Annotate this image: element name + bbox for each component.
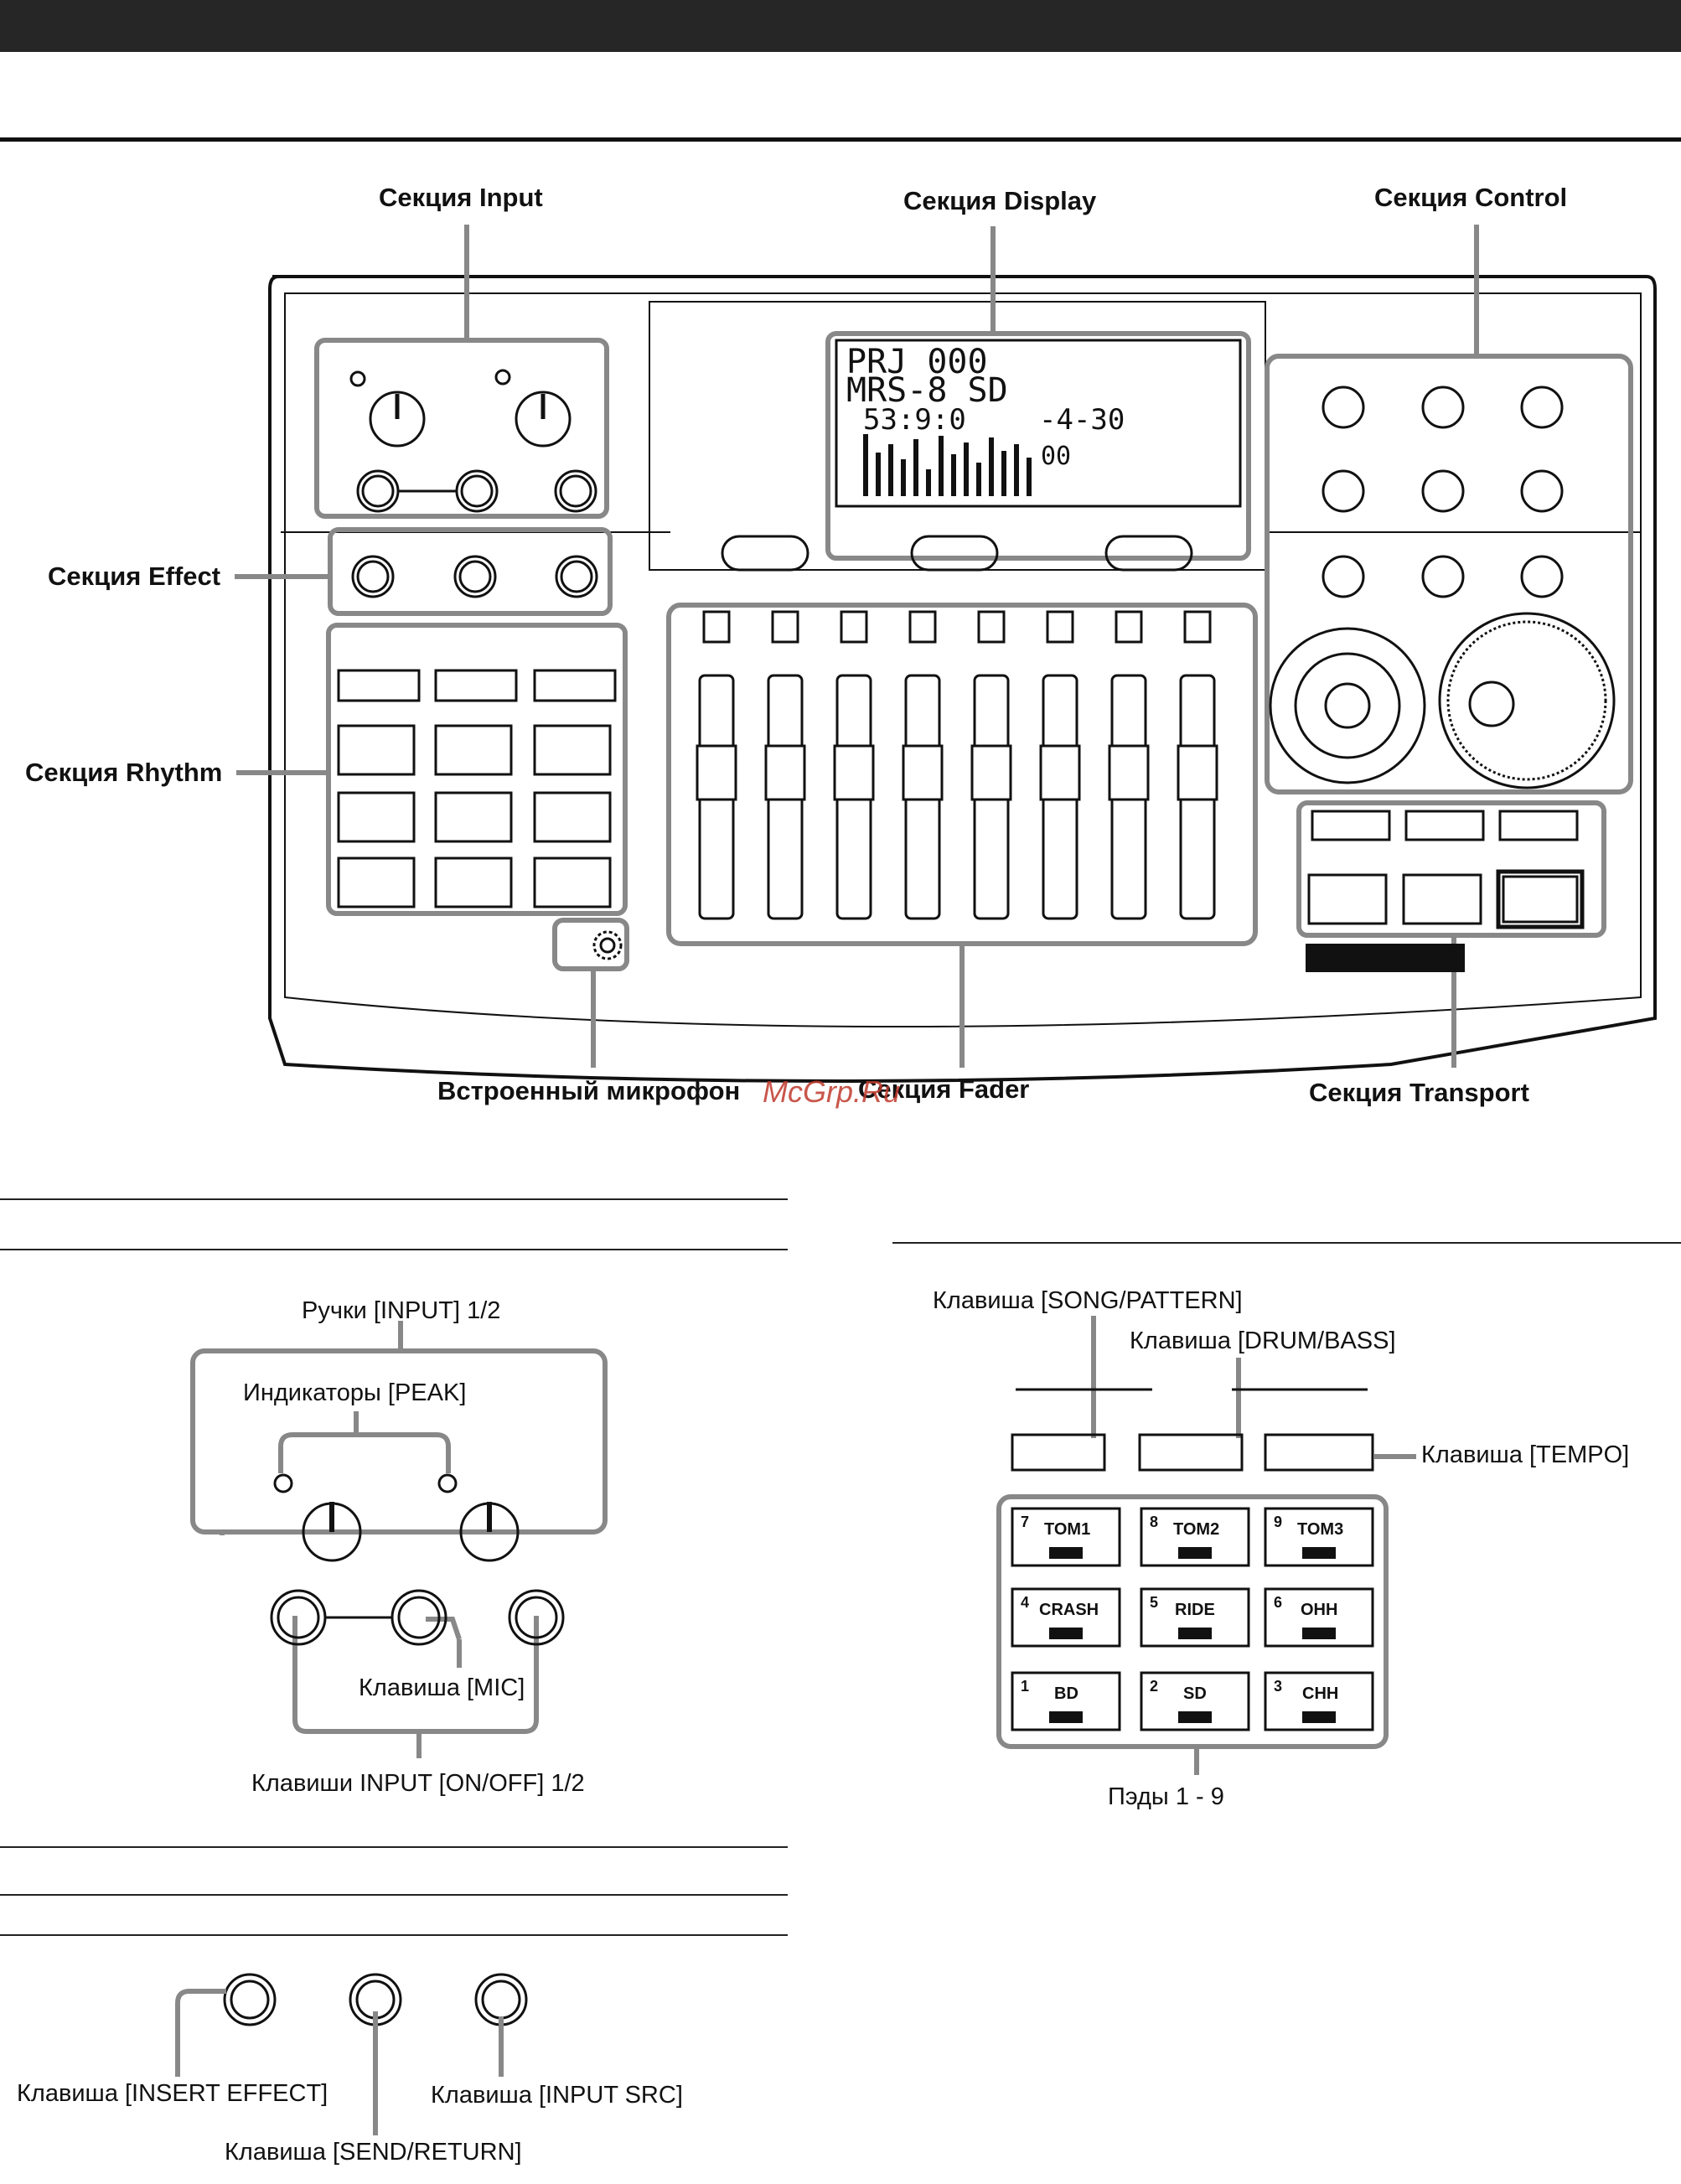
frame-effect [328,527,613,616]
pad-name: TOM2 [1173,1520,1220,1539]
label-display-section: Секция Display [903,186,1097,215]
pad-name: OHH [1301,1601,1338,1619]
frame-rhythm [326,623,628,916]
rule-effect-1 [0,1846,788,1848]
frame-fader [666,603,1258,946]
pad-number: 9 [1274,1514,1283,1530]
label-pads: Пэды 1 - 9 [1108,1783,1224,1810]
rule-rhythm-top [892,1242,1681,1244]
label-transport-section: Секция Transport [1309,1078,1529,1107]
pad-number: 7 [1021,1514,1030,1530]
pad-name: TOM1 [1044,1520,1091,1539]
label-effect-section: Секция Effect [48,562,221,591]
pad-number: 8 [1150,1514,1159,1530]
label-peak-indicators: Индикаторы [PEAK] [243,1379,467,1406]
top-bar [0,0,1681,52]
label-tempo: Клавиша [TEMPO] [1421,1441,1630,1468]
rule-input-bottom [0,1249,788,1250]
pad-number: 6 [1274,1594,1283,1611]
pad-number: 5 [1150,1594,1159,1611]
pad-number: 3 [1274,1678,1283,1695]
frame-transport [1296,800,1606,938]
lcd-line-1: PRJ 000 [846,343,988,381]
label-input-onoff: Клавиши INPUT [ON/OFF] 1/2 [251,1770,585,1797]
label-mic: Встроенный микрофон [437,1076,741,1105]
frame-mic [552,918,629,971]
label-send-return: Клавиша [SEND/RETURN] [225,2139,522,2166]
frame-control [1265,354,1633,794]
label-song-pattern: Клавиша [SONG/PATTERN] [933,1287,1243,1314]
pad-number: 1 [1021,1678,1030,1695]
rule-effect-2 [0,1894,788,1896]
label-input-src: Клавиша [INPUT SRC] [431,2082,683,2109]
rule-effect-3 [0,1934,788,1936]
pad-name: RIDE [1175,1601,1215,1619]
watermark: McGrp.Ru [763,1074,901,1109]
label-control-section: Секция Control [1374,183,1568,212]
pad-number: 4 [1021,1594,1030,1611]
label-rhythm-section: Секция Rhythm [25,758,223,787]
label-insert-effect: Клавиша [INSERT EFFECT] [17,2080,328,2107]
label-fader-section: Секция Fader [858,1074,1030,1104]
pad-name: BD [1054,1685,1078,1703]
rule-input-top [0,1198,788,1200]
lcd-line-2: MRS-8 SD [846,371,1008,410]
pad-number: 2 [1150,1678,1159,1695]
pad-name: SD [1183,1685,1207,1703]
pad-name: TOM3 [1297,1520,1344,1539]
pad-name: CHH [1302,1685,1339,1703]
lcd-position: -4-30 [1039,403,1125,437]
pad-name: CRASH [1039,1601,1099,1619]
lcd-level: 00 [1041,442,1072,471]
frame-input [314,338,609,519]
label-input-section: Секция Input [379,183,543,212]
label-input-knobs: Ручки [INPUT] 1/2 [302,1297,501,1324]
lcd-counter: 53:9:0 [863,403,966,437]
label-mic-key: Клавиша [MIC] [359,1674,525,1701]
header-rule [0,137,1681,142]
label-drum-bass: Клавиша [DRUM/BASS] [1130,1327,1396,1354]
frame-display [825,331,1251,561]
